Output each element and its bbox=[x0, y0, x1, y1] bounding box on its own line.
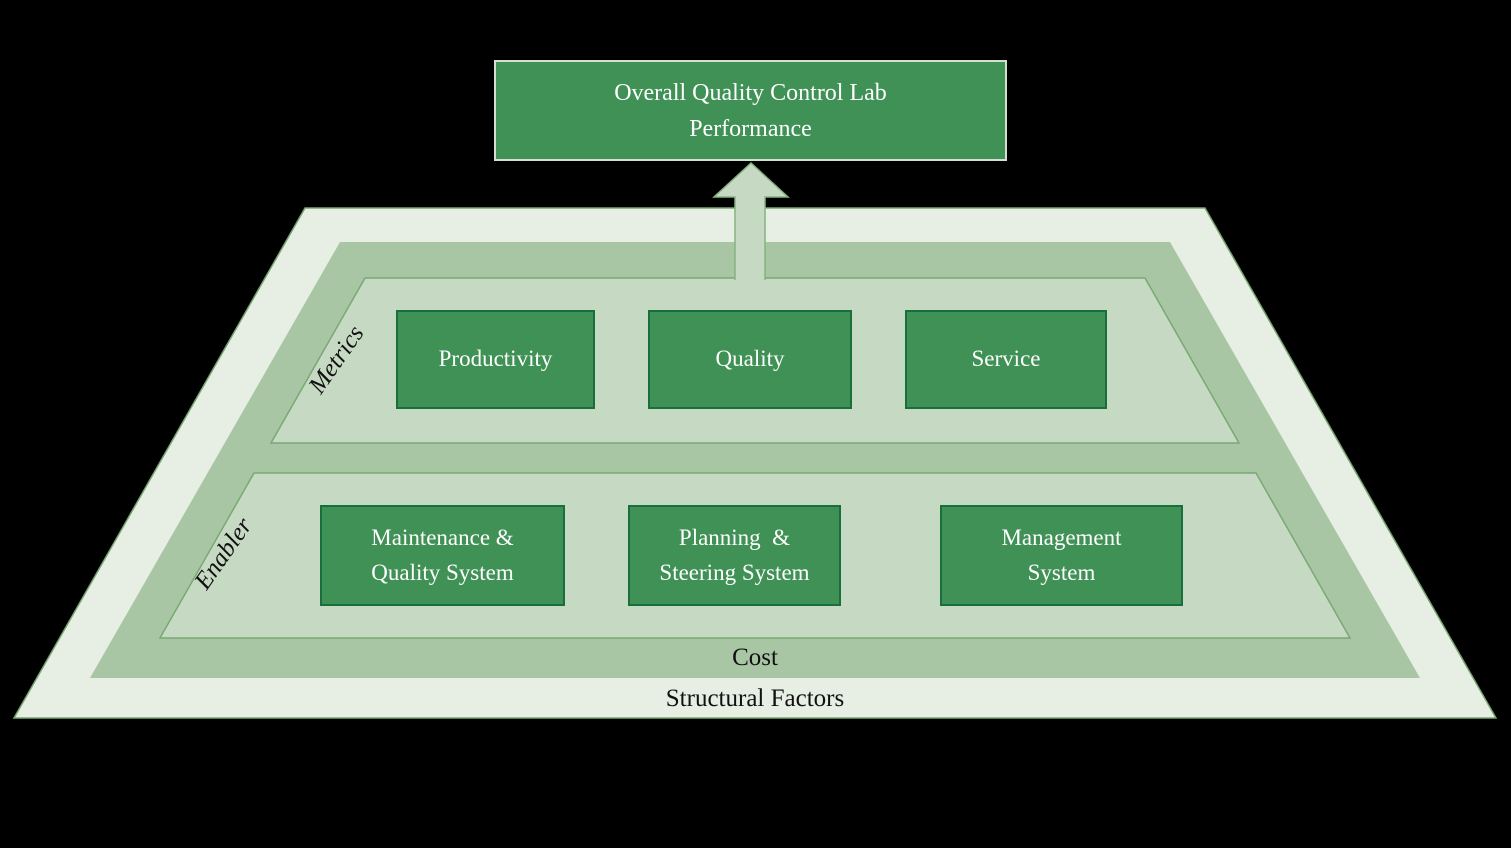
quality-box: Quality bbox=[648, 310, 852, 409]
cost-band-label: Cost bbox=[732, 644, 778, 671]
planning-steering-system-box: Planning & Steering System bbox=[628, 505, 841, 606]
overall-performance-box: Overall Quality Control Lab Performance bbox=[494, 60, 1007, 161]
structural-factors-band-label: Structural Factors bbox=[665, 685, 845, 712]
productivity-box: Productivity bbox=[396, 310, 595, 409]
maintenance-quality-system-box: Maintenance & Quality System bbox=[320, 505, 565, 606]
up-arrow bbox=[712, 161, 790, 280]
management-system-box: Management System bbox=[940, 505, 1183, 606]
service-box: Service bbox=[905, 310, 1107, 409]
